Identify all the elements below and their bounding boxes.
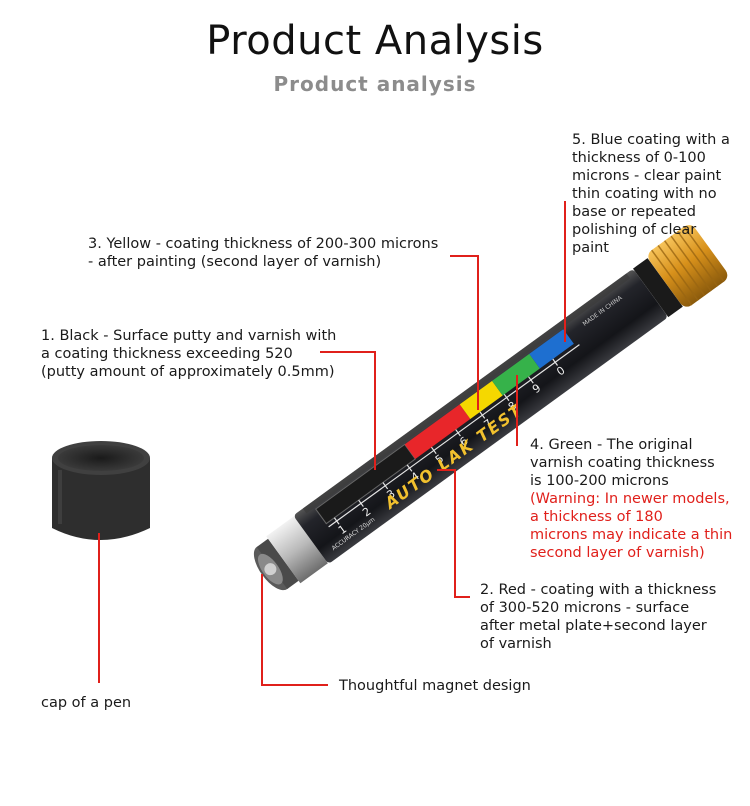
annotation-black: 1. Black - Surface putty and varnish wit… (41, 328, 337, 380)
leader-line-magnet (261, 574, 328, 686)
annotation-magnet: Thoughtful magnet design (339, 678, 531, 694)
annotation-green: 4. Green - The original varnish coating … (530, 437, 715, 489)
annotation-green-warning: (Warning: In newer models, a thickness o… (530, 491, 733, 561)
annotation-red: 2. Red - coating with a thickness of 300… (480, 582, 717, 652)
annotation-yellow: 3. Yellow - coating thickness of 200-300… (88, 236, 439, 270)
leader-line-red (437, 469, 470, 598)
annotation-cap: cap of a pen (41, 695, 132, 711)
page-subtitle: Product analysis (273, 72, 477, 96)
page-title: Product Analysis (206, 18, 544, 64)
leader-line-black (320, 351, 376, 470)
leader-line-yellow (450, 255, 479, 410)
leader-lines (98, 201, 566, 686)
annotation-blue: 5. Blue coating with a thickness of 0-10… (572, 132, 730, 256)
pen-cap-illustration (52, 441, 150, 540)
